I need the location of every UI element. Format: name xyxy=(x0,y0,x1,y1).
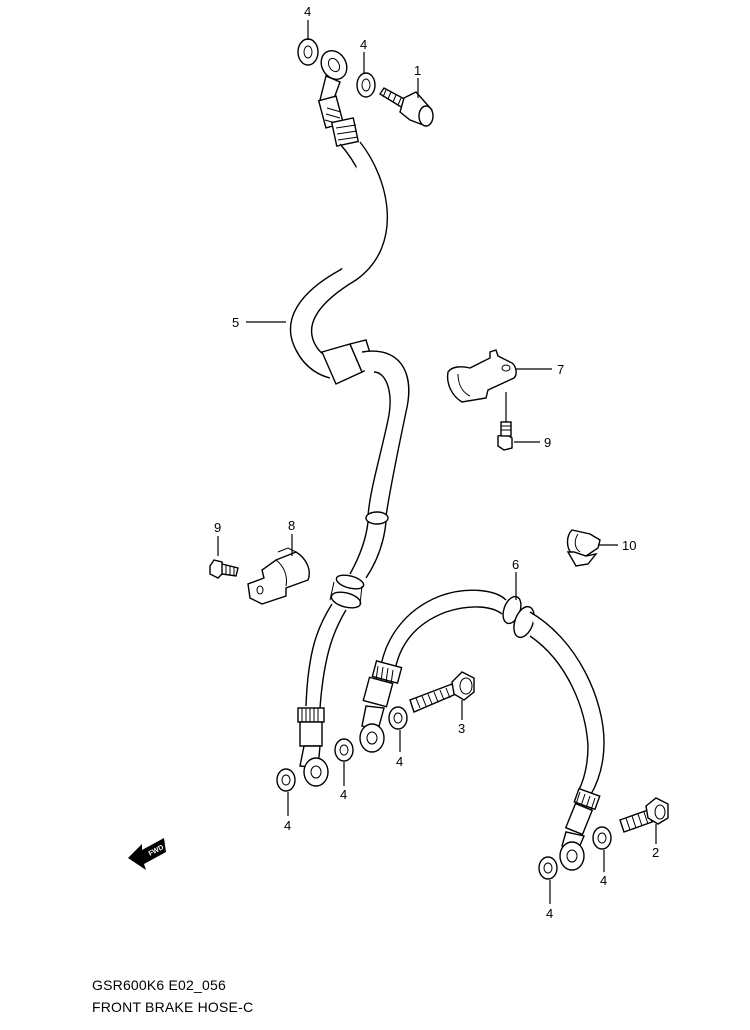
sealing-washer-lower-2 xyxy=(334,738,354,762)
fwd-arrow-icon: FWD xyxy=(128,838,166,870)
diagram-title: FRONT BRAKE HOSE-C xyxy=(92,999,254,1015)
brake-hose-lower xyxy=(359,589,605,871)
sealing-washer-lower-5 xyxy=(592,826,612,850)
bolt-9-left xyxy=(209,559,239,579)
sealing-washer-lower-3 xyxy=(388,706,408,730)
callout-4: 4 xyxy=(304,4,311,19)
callout-4: 4 xyxy=(284,818,291,833)
callout-3: 3 xyxy=(458,721,465,736)
leader-lines xyxy=(217,20,657,904)
callout-6: 6 xyxy=(512,557,519,572)
brake-hose-upper xyxy=(289,49,410,787)
callout-4: 4 xyxy=(396,754,403,769)
callout-7: 7 xyxy=(557,362,564,377)
hose-clamp-bracket-7 xyxy=(446,349,517,403)
union-bolt-2 xyxy=(619,797,669,833)
union-bolt-1 xyxy=(379,87,434,127)
sealing-washer-lower-1 xyxy=(276,768,296,792)
callout-10: 10 xyxy=(622,538,636,553)
callout-4: 4 xyxy=(600,873,607,888)
sealing-washer-top-left xyxy=(297,38,319,66)
hose-clamp-10 xyxy=(566,529,601,567)
callout-5: 5 xyxy=(232,315,239,330)
callout-4: 4 xyxy=(340,787,347,802)
bolt-9-right xyxy=(497,421,513,451)
sealing-washer-top-right xyxy=(356,72,376,98)
callout-1: 1 xyxy=(414,63,421,78)
callout-numbers: 4 4 1 5 7 9 9 8 10 6 3 4 4 4 2 4 4 xyxy=(214,4,659,921)
union-bolt-3 xyxy=(409,671,475,713)
sealing-washer-lower-4 xyxy=(538,856,558,880)
callout-4: 4 xyxy=(360,37,367,52)
callout-4: 4 xyxy=(546,906,553,921)
callout-9: 9 xyxy=(544,435,551,450)
hose-clamp-bracket-8 xyxy=(247,547,310,605)
diagram-code: GSR600K6 E02_056 xyxy=(92,977,226,993)
callout-8: 8 xyxy=(288,518,295,533)
callout-2: 2 xyxy=(652,845,659,860)
callout-9: 9 xyxy=(214,520,221,535)
